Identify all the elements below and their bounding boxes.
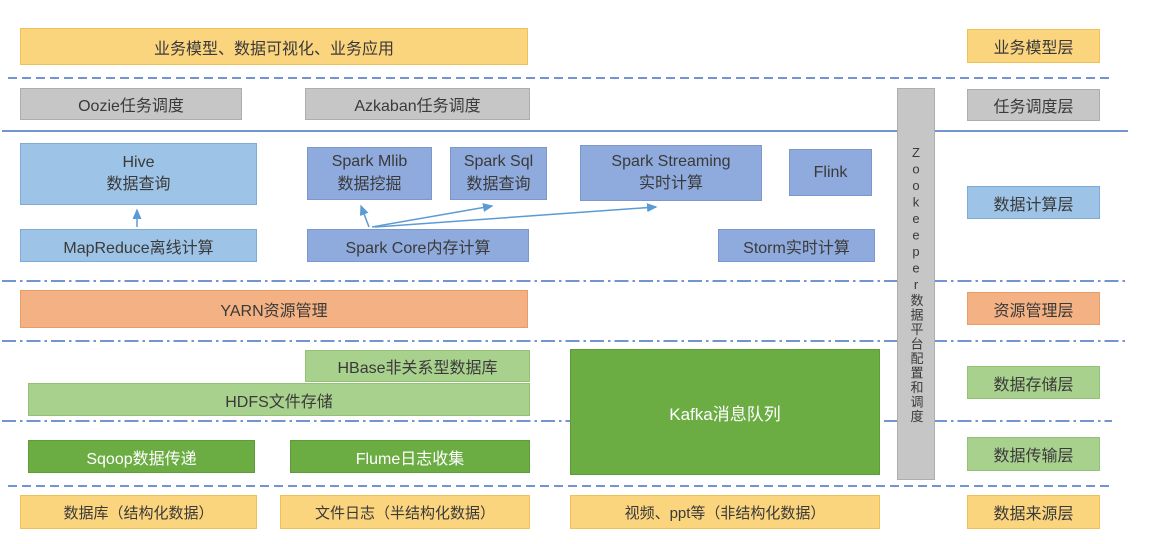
spark-mlib-label-desc: 数据挖掘 <box>337 175 402 193</box>
kafka-label: Kafka消息队列 <box>669 404 781 424</box>
flume-node: Flume日志收集 <box>290 440 530 473</box>
hive-node: Hive 数据查询 <box>20 143 257 205</box>
hive-label-name: Hive <box>122 153 155 171</box>
spark-sql-label: Spark Sql 数据查询 <box>464 151 533 196</box>
source-db-node: 数据库（结构化数据） <box>20 495 257 529</box>
zookeeper-bar: Zookeeper数据平台配置和调度 <box>897 88 935 480</box>
sqoop-label: Sqoop数据传递 <box>86 450 197 468</box>
oozie-label: Oozie任务调度 <box>78 98 184 115</box>
arrow-sparkcore-to-mlib <box>359 204 370 228</box>
zookeeper-label: Zookeeper数据平台配置和调度 <box>908 144 924 424</box>
hdfs-node: HDFS文件存储 <box>28 383 530 416</box>
kafka-node: Kafka消息队列 <box>570 349 880 475</box>
spark-streaming-label-desc: 实时计算 <box>638 175 703 192</box>
source-filelog-node: 文件日志（半结构化数据） <box>280 495 530 529</box>
spark-sql-label-desc: 数据查询 <box>466 175 531 193</box>
storage-layer-label-node: 数据存储层 <box>967 366 1100 399</box>
computation-layer-label: 数据计算层 <box>993 196 1074 214</box>
business-layer-label: 业务模型层 <box>993 40 1074 57</box>
scheduling-layer-label: 任务调度层 <box>993 99 1074 116</box>
hdfs-label: HDFS文件存储 <box>225 393 333 411</box>
spark-streaming-node: Spark Streaming 实时计算 <box>580 145 762 201</box>
hbase-label: HBase非关系型数据库 <box>337 360 498 377</box>
transmission-layer-label-node: 数据传输层 <box>967 437 1100 471</box>
resource-layer-label: 资源管理层 <box>993 302 1074 320</box>
flume-label: Flume日志收集 <box>355 450 465 468</box>
storage-layer-label: 数据存储层 <box>993 376 1074 394</box>
storm-label: Storm实时计算 <box>743 239 850 257</box>
source-layer-label-node: 数据来源层 <box>967 495 1100 529</box>
business-layer-label-node: 业务模型层 <box>967 29 1100 63</box>
oozie-node: Oozie任务调度 <box>20 88 242 120</box>
business-apps-label: 业务模型、数据可视化、业务应用 <box>153 40 394 58</box>
spark-core-label: Spark Core内存计算 <box>345 239 491 257</box>
source-video-label: 视频、ppt等（非结构化数据） <box>624 504 826 522</box>
spark-sql-label-name: Spark Sql <box>463 153 534 171</box>
transmission-layer-label: 数据传输层 <box>993 448 1074 465</box>
source-db-label: 数据库（结构化数据） <box>63 504 214 522</box>
yarn-node: YARN资源管理 <box>20 290 528 328</box>
sqoop-node: Sqoop数据传递 <box>28 440 255 473</box>
source-layer-label: 数据来源层 <box>993 506 1074 523</box>
business-apps-node: 业务模型、数据可视化、业务应用 <box>20 28 528 65</box>
spark-streaming-label: Spark Streaming 实时计算 <box>611 151 730 196</box>
hbase-node: HBase非关系型数据库 <box>305 350 530 382</box>
arrow-sparkcore-to-sql <box>371 203 494 228</box>
azkaban-label: Azkaban任务调度 <box>354 98 481 115</box>
spark-sql-node: Spark Sql 数据查询 <box>450 147 547 200</box>
flink-label: Flink <box>813 163 848 181</box>
hive-label: Hive 数据查询 <box>106 152 170 197</box>
spark-core-node: Spark Core内存计算 <box>307 229 529 262</box>
arrow-sparkcore-to-streaming <box>374 203 658 228</box>
storm-node: Storm实时计算 <box>718 229 875 262</box>
mapreduce-label: MapReduce离线计算 <box>63 239 214 257</box>
computation-layer-label-node: 数据计算层 <box>967 186 1100 219</box>
yarn-label: YARN资源管理 <box>220 303 328 320</box>
source-filelog-label: 文件日志（半结构化数据） <box>314 504 495 522</box>
scheduling-layer-label-node: 任务调度层 <box>967 89 1100 121</box>
spark-mlib-label: Spark Mlib 数据挖掘 <box>332 151 408 196</box>
azkaban-node: Azkaban任务调度 <box>305 88 530 120</box>
source-video-node: 视频、ppt等（非结构化数据） <box>570 495 880 529</box>
spark-mlib-label-name: Spark Mlib <box>331 153 408 171</box>
flink-node: Flink <box>789 149 872 196</box>
hive-label-desc: 数据查询 <box>106 176 171 193</box>
spark-streaming-label-name: Spark Streaming <box>611 152 731 170</box>
resource-layer-label-node: 资源管理层 <box>967 292 1100 325</box>
mapreduce-node: MapReduce离线计算 <box>20 229 257 262</box>
spark-mlib-node: Spark Mlib 数据挖掘 <box>307 147 432 200</box>
